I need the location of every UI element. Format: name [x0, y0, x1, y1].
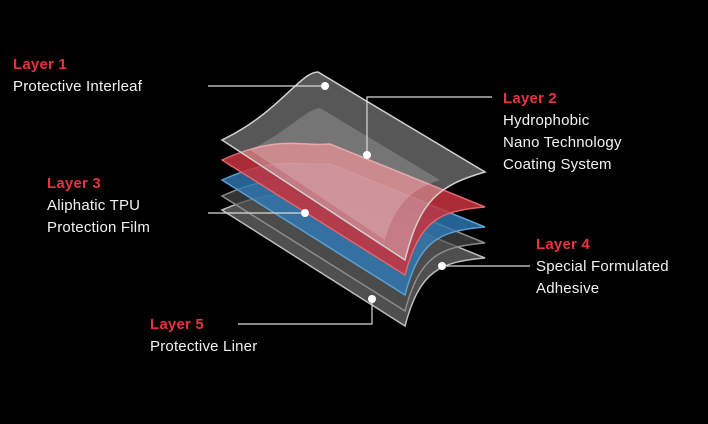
layer-4-desc-line-1: Special Formulated: [536, 258, 669, 275]
layer-2-label: Layer 2 Hydrophobic Nano Technology Coat…: [503, 88, 622, 176]
leader-dot-1: [321, 82, 329, 90]
layer-1-desc-line-1: Protective Interleaf: [13, 78, 143, 95]
leader-dot-4: [438, 262, 446, 270]
layer-1-title: Layer 1: [13, 56, 67, 73]
layer-3-title: Layer 3: [47, 175, 101, 192]
film-layer-2: [220, 142, 486, 277]
layer-2-title: Layer 2: [503, 90, 557, 107]
layer-4-desc-line-2: Adhesive: [536, 280, 600, 297]
layer-2-desc-line-2: Nano Technology: [503, 134, 622, 151]
layer-5-desc-line-1: Protective Liner: [150, 338, 258, 355]
leader-line-2: [366, 96, 492, 155]
leader-dot-2: [363, 151, 371, 159]
layer-5-label: Layer 5 Protective Liner: [150, 314, 257, 358]
layer-3-label: Layer 3 Aliphatic TPU Protection Film: [47, 173, 150, 239]
layer-2-desc-line-1: Hydrophobic: [503, 112, 590, 129]
layer-3-desc-line-2: Protection Film: [47, 219, 151, 236]
layer-2-desc-line-3: Coating System: [503, 156, 612, 173]
layer-4-title: Layer 4: [536, 236, 590, 253]
leader-line-5: [238, 299, 373, 325]
layer-3-desc-line-1: Aliphatic TPU: [47, 197, 141, 214]
layer-5-title: Layer 5: [150, 316, 204, 333]
leader-dot-5: [368, 295, 376, 303]
layer-1-label: Layer 1 Protective Interleaf: [13, 54, 142, 98]
layer-4-label: Layer 4 Special Formulated Adhesive: [536, 234, 669, 300]
leader-dot-3: [301, 209, 309, 217]
film-layer-1: [220, 71, 487, 262]
film-highlight: [250, 108, 440, 240]
